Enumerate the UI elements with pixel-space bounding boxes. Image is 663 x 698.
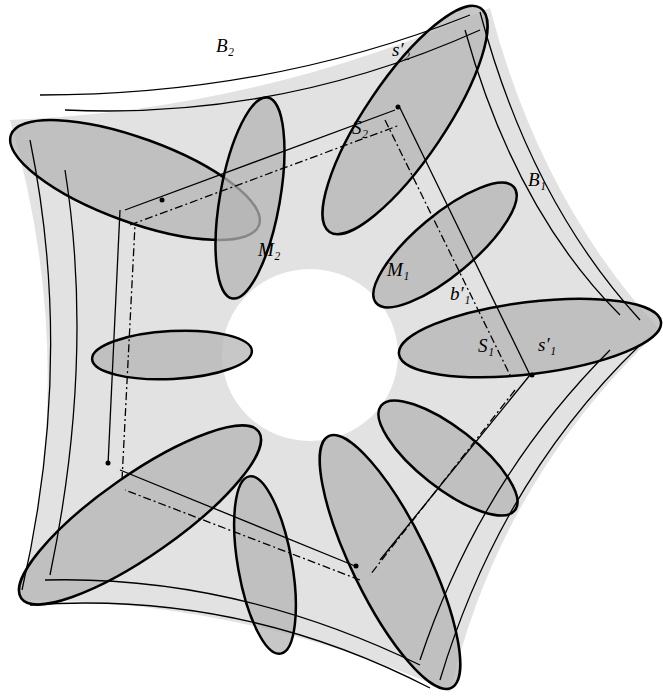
part-label: M₂ — [258, 240, 280, 259]
part-label: B₂ — [216, 36, 234, 55]
part-label: S₂ — [352, 118, 368, 137]
part-label: s′₂ — [392, 40, 410, 59]
part-label: s′₁ — [538, 335, 556, 354]
part-label: M₁ — [387, 260, 409, 279]
part-label: S₁ — [478, 336, 494, 355]
part-label: B₁ — [528, 170, 546, 189]
part-label: b′₁ — [450, 284, 470, 303]
